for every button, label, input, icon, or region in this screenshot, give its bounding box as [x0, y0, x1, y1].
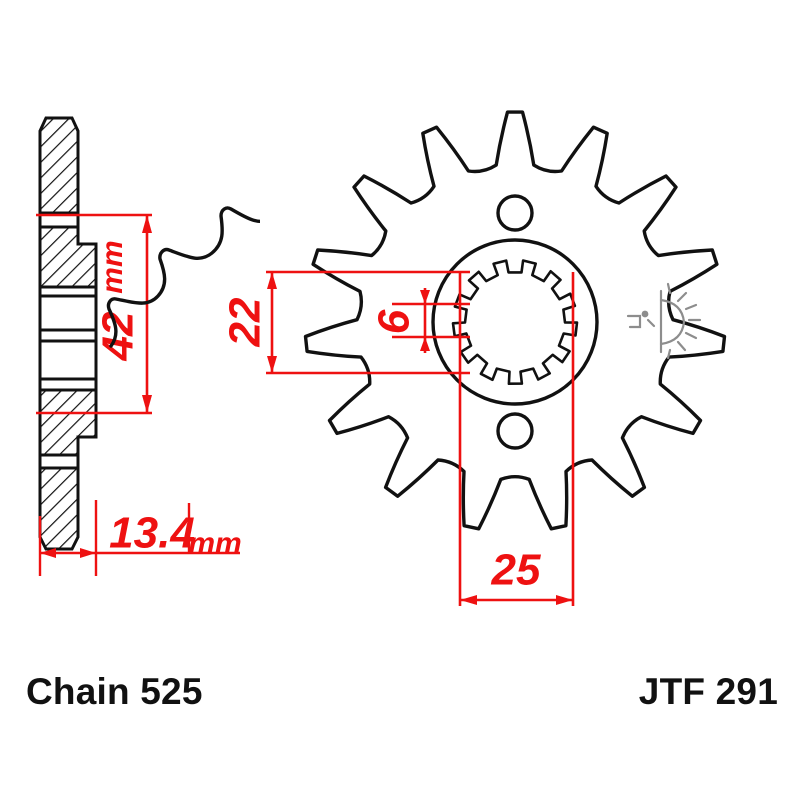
- dimension-42mm: 42 mm: [36, 213, 152, 415]
- dimension-13-4mm-value: 13.4: [109, 509, 195, 558]
- chain-size-label: Chain 525: [26, 671, 203, 712]
- dimension-42mm-unit: mm: [96, 240, 129, 293]
- splined-bore: [451, 259, 579, 385]
- section-tooth-bottom: [38, 466, 80, 551]
- dimension-22: 22: [221, 270, 470, 375]
- part-number-label: JTF 291: [638, 671, 778, 712]
- dimension-6-value: 6: [370, 309, 419, 334]
- dimension-25: 25: [458, 272, 575, 606]
- dimension-25-value: 25: [491, 546, 541, 595]
- bolt-hole-top: [496, 194, 534, 232]
- sprocket-final: [303, 110, 727, 531]
- dimension-13-4mm-unit: mm: [188, 527, 241, 560]
- section-flange-bottom: [38, 388, 98, 457]
- dimension-42mm-value: 42: [94, 311, 143, 361]
- bolt-hole-bottom: [496, 412, 534, 450]
- section-band-4: [38, 339, 98, 381]
- section-band-3: [38, 328, 98, 343]
- hub-outer-circle: [431, 238, 599, 406]
- side-view-group: [38, 116, 98, 551]
- dimension-22-value: 22: [221, 297, 270, 347]
- dimension-6: 6: [370, 288, 470, 353]
- section-tooth-top: [38, 116, 80, 215]
- sprocket-teeth-outline: [303, 110, 727, 531]
- section-band-2: [38, 294, 98, 332]
- section-flange-top: [38, 225, 98, 289]
- manufacturer-watermark-icon: [626, 282, 702, 360]
- section-band-5: [38, 377, 98, 392]
- dimension-13-4mm: 13.4 mm: [38, 500, 242, 576]
- section-gap-bottom: [38, 453, 80, 470]
- front-view-dimensions: 22 6 25: [221, 270, 575, 606]
